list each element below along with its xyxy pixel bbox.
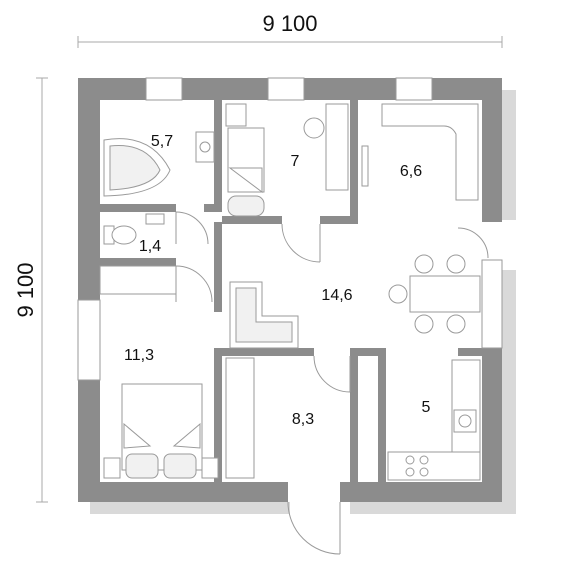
corner-sofa [361,103,479,201]
height-label: 9 100 [13,262,38,317]
storage-shelving [225,357,255,479]
room-area-kitchen: 5 [422,399,431,416]
bedroom-furniture [99,265,219,479]
hall-furniture [229,281,299,349]
room-area-storage: 8,3 [292,411,314,428]
window-bedroom [77,299,101,381]
room-area-living-corner: 6,6 [400,163,422,180]
width-label: 9 100 [262,11,317,36]
window-living-corner [395,77,433,101]
sink-basin-icon [199,141,211,153]
bathtub [103,138,171,197]
dining-table [388,254,481,334]
kitchen-counter [387,359,481,481]
room-area-kitchen-bath: 7 [291,153,300,170]
height-dimension: 9 100 [13,77,48,503]
width-dimension: 9 100 [77,11,503,48]
doors [175,211,489,555]
toilet [103,213,165,245]
room-area-bedroom: 11,3 [124,347,154,364]
washing-area [225,103,349,217]
window-kitchen-bath [267,77,305,101]
room-area-hall: 14,6 [321,287,352,304]
room-area-bathroom: 5,7 [151,133,173,150]
interior-walls [100,100,482,482]
windows [77,77,503,381]
room-area-toilet: 1,4 [139,238,161,255]
window-hall [481,259,503,349]
wall-shadows [90,90,516,514]
window-bathroom [145,77,183,101]
